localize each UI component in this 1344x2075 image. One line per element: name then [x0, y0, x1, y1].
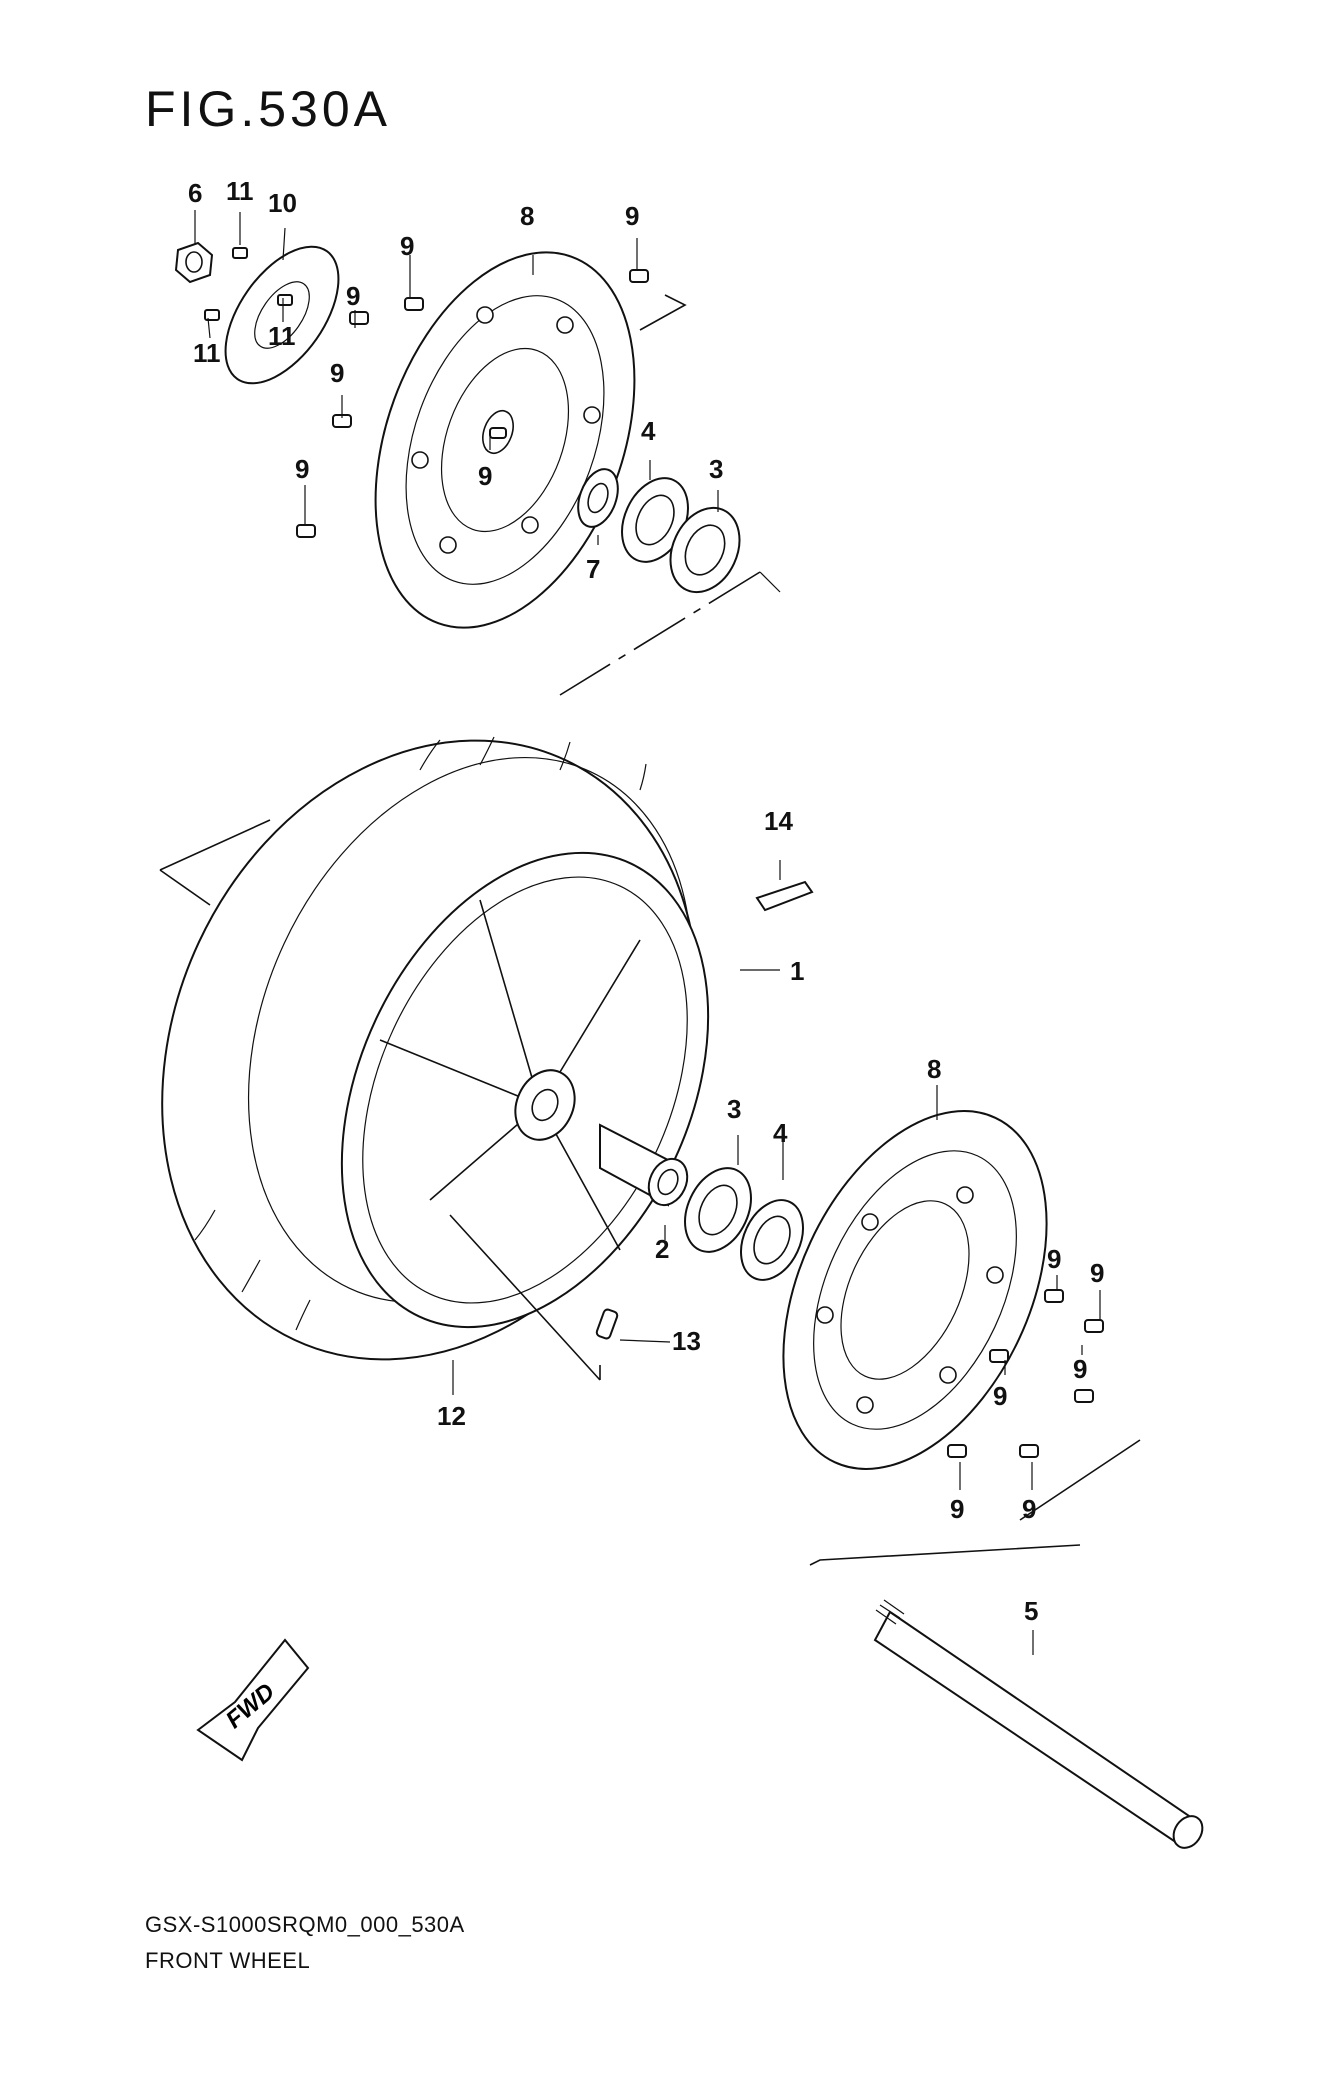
upper-brake-disc — [374, 251, 636, 629]
front-axle — [873, 1599, 1204, 1849]
callout-3: 3 — [727, 1094, 741, 1124]
lower-oil-seal — [740, 1199, 804, 1281]
callout-14: 14 — [764, 806, 793, 836]
callout-9: 9 — [950, 1494, 964, 1524]
callout-9: 9 — [346, 281, 360, 311]
lower-bearing — [684, 1167, 752, 1253]
callout-9: 9 — [1073, 1354, 1087, 1384]
callout-9: 9 — [478, 461, 492, 491]
callout-9: 9 — [625, 201, 639, 231]
figure-code: GSX-S1000SRQM0_000_530A — [145, 1912, 465, 1937]
callout-4: 4 — [641, 416, 656, 446]
callout-9: 9 — [1047, 1244, 1061, 1274]
callout-10: 10 — [268, 188, 297, 218]
wheel-spacer — [599, 1123, 689, 1207]
callout-11: 11 — [268, 321, 296, 351]
balance-weight — [755, 880, 814, 912]
upper-oil-seal — [621, 477, 689, 563]
axle-nut — [174, 241, 214, 284]
figure-title: FIG.530A — [145, 81, 391, 137]
front-wheel-rim — [340, 851, 710, 1329]
callout-numbers: 6 11 10 11 11 9 8 9 9 9 9 9 4 3 7 14 1 8… — [188, 176, 1104, 1626]
callout-11: 11 — [226, 176, 254, 206]
upper-spacer — [577, 468, 619, 528]
callout-9: 9 — [295, 454, 309, 484]
callout-7: 7 — [586, 554, 600, 584]
callout-11: 11 — [193, 338, 221, 368]
callout-12: 12 — [437, 1401, 466, 1431]
callout-9: 9 — [330, 358, 344, 388]
callout-9: 9 — [993, 1381, 1007, 1411]
lower-brake-disc — [782, 1110, 1048, 1470]
callout-8: 8 — [927, 1054, 941, 1084]
abs-sensor-ring — [224, 245, 340, 385]
callout-13: 13 — [672, 1326, 701, 1356]
callout-3: 3 — [709, 454, 723, 484]
callout-9: 9 — [400, 231, 414, 261]
callout-5: 5 — [1024, 1596, 1038, 1626]
callout-9: 9 — [1090, 1258, 1104, 1288]
callout-8: 8 — [520, 201, 534, 231]
callout-4: 4 — [773, 1118, 788, 1148]
ring-screws — [204, 247, 293, 321]
tire-valve — [595, 1308, 619, 1340]
callout-6: 6 — [188, 178, 202, 208]
forward-direction-arrow: FWD — [196, 1638, 310, 1762]
upper-bearing — [669, 506, 741, 594]
callout-1: 1 — [790, 956, 804, 986]
callout-2: 2 — [655, 1234, 669, 1264]
callout-9: 9 — [1022, 1494, 1036, 1524]
figure-name: FRONT WHEEL — [145, 1948, 311, 1973]
lower-disc-bolts — [947, 1289, 1104, 1458]
